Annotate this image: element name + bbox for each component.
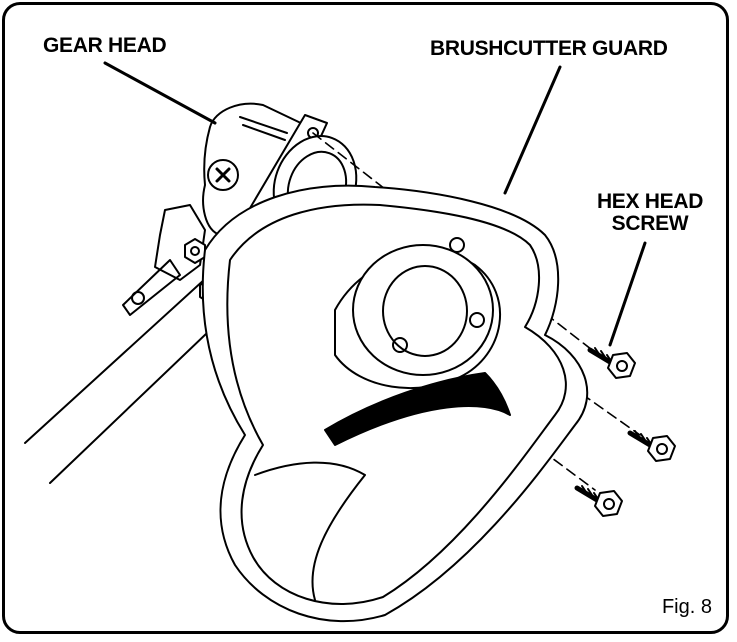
hex-head-screw-label-line2: SCREW bbox=[611, 212, 689, 236]
hex-head-screw-label-line1: HEX HEAD bbox=[596, 190, 704, 213]
hex-head-screw-2 bbox=[627, 430, 676, 462]
figure-frame: GEAR HEAD BRUSHCUTTER GUARD HEX HEAD SCR… bbox=[2, 2, 729, 634]
brushcutter-guard-label: BRUSHCUTTER GUARD bbox=[430, 37, 668, 60]
gear-head-leader bbox=[103, 61, 217, 125]
gear-head-label: GEAR HEAD bbox=[43, 34, 167, 57]
screw-leader bbox=[608, 241, 647, 347]
assembly-illustration bbox=[24, 61, 676, 623]
guard-leader bbox=[503, 65, 562, 195]
leader-lines bbox=[103, 61, 647, 347]
hex-head-screw-label: HEX HEAD SCREW bbox=[590, 190, 710, 236]
brushcutter-guard bbox=[201, 184, 589, 623]
figure-number: Fig. 8 bbox=[661, 596, 712, 618]
hex-head-screw-1 bbox=[587, 347, 636, 379]
hex-head-screw-3 bbox=[574, 485, 623, 517]
